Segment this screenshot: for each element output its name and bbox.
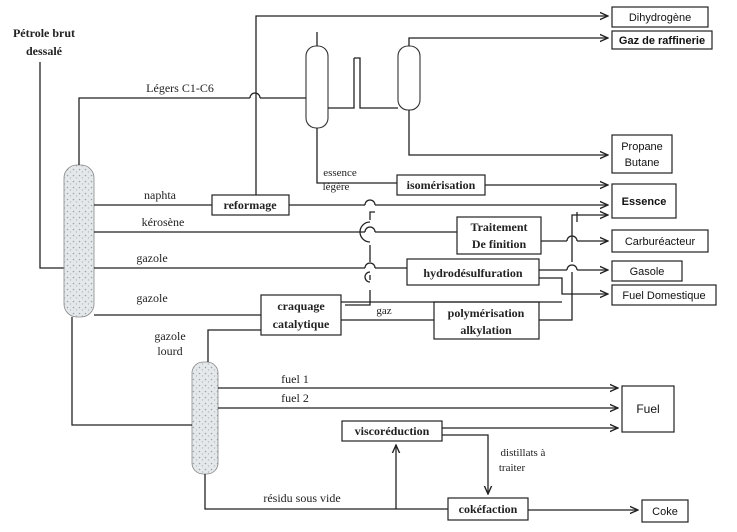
product-gasole-label: Gasole: [630, 266, 665, 278]
product-carbureacteur-label: Carburéacteur: [625, 236, 696, 248]
product-fuel-domestique-label: Fuel Domestique: [622, 290, 705, 302]
unit-cokefaction-label: cokéfaction: [459, 502, 518, 516]
essence-legere-line: [316, 128, 397, 184]
product-fuel-domestique: Fuel Domestique: [611, 284, 717, 306]
craquage-riser: [345, 290, 371, 306]
craquage-riser-crossover-2: [359, 221, 371, 243]
debutanizer-column: [397, 45, 421, 111]
dihydrogene-line: [255, 16, 608, 195]
unit-hydrodesulfuration: hydrodésulfuration: [406, 258, 540, 286]
feed-label-line1: Pétrole brut: [13, 26, 75, 40]
product-propane-butane: Propane Butane: [611, 134, 673, 174]
unit-craquage-catalytique: craquage catalytique: [260, 294, 342, 336]
product-carbureacteur: Carburéacteur: [611, 229, 709, 253]
product-fuel: Fuel: [621, 385, 675, 433]
distillats-label-2: traiter: [499, 462, 526, 474]
product-fuel-label: Fuel: [636, 402, 659, 416]
unit-traitement-finition: Traitement De finition: [456, 216, 542, 255]
unit-craquage-label-1: craquage: [277, 299, 325, 313]
kerosene-crossover: [364, 226, 376, 233]
atmospheric-residue-line: [71, 317, 192, 426]
distillats-label-1: distillats à: [501, 447, 546, 459]
product-essence-label: Essence: [622, 196, 667, 208]
gazole-lourd-label-1: gazole: [154, 329, 185, 343]
feed-label: Pétrole brut dessalé: [13, 26, 75, 58]
unit-viscoreduction-label: viscoréduction: [355, 424, 430, 438]
unit-traitement-label-1: Traitement: [470, 220, 527, 234]
col1-to-col2-b: [354, 57, 398, 109]
gazole-crossover: [364, 262, 376, 269]
gazole2-label: gazole: [136, 291, 167, 305]
product-essence: Essence: [611, 183, 677, 219]
unit-viscoreduction: viscoréduction: [341, 420, 443, 442]
residu-label: résidu sous vide: [263, 491, 340, 505]
fuel2-label: fuel 2: [281, 391, 309, 405]
legers-label: Légers C1-C6: [146, 81, 214, 95]
unit-polymerisation-label-2: alkylation: [460, 323, 512, 337]
product-coke-label: Coke: [652, 506, 678, 518]
unit-traitement-label-2: De finition: [472, 237, 527, 251]
product-gaz-raffinerie: Gaz de raffinerie: [611, 30, 713, 50]
product-dihydrogene-label: Dihydrogène: [629, 12, 691, 24]
naphta-label: naphta: [144, 188, 177, 202]
unit-polymerisation-alkylation: polymérisation alkylation: [433, 301, 540, 340]
reformage-out-crossover: [364, 199, 376, 206]
vacuum-distillation-column: [191, 361, 219, 475]
propane-butane-line: [408, 110, 608, 155]
residu-line: [204, 474, 448, 510]
hds-out-crossover: [566, 264, 578, 271]
col1-to-col2-a: [328, 58, 355, 109]
unit-isomerisation-label: isomérisation: [407, 178, 476, 192]
gaz-raffinerie-line: [408, 38, 608, 46]
gazole-label: gazole: [136, 251, 167, 265]
craquage-to-vacuum: [207, 329, 261, 362]
product-gaz-raffinerie-label: Gaz de raffinerie: [619, 35, 705, 47]
distillats-line: [442, 434, 488, 494]
unit-isomerisation: isomérisation: [396, 174, 486, 196]
product-dihydrogene: Dihydrogène: [611, 6, 709, 28]
gaz-label: gaz: [376, 305, 391, 317]
unit-craquage-label-2: catalytique: [273, 317, 330, 331]
product-coke: Coke: [641, 499, 689, 523]
kerosene-label: kérosène: [142, 215, 185, 229]
legers-crossover: [249, 92, 261, 99]
product-gasole: Gasole: [611, 260, 683, 282]
gazole-lourd-label-2: lourd: [157, 344, 182, 358]
fuel1-label: fuel 1: [281, 372, 309, 386]
essence-legere-label-1: essence: [323, 167, 357, 179]
craquage-riser-crossover: [364, 271, 371, 283]
feed-label-line2: dessalé: [26, 44, 63, 58]
unit-cokefaction: cokéfaction: [447, 497, 529, 521]
hds-to-fuel-domestique: [539, 277, 608, 294]
polymerisation-to-essence: [571, 215, 608, 262]
craquage-riser-d: [369, 211, 375, 220]
product-butane-label: Butane: [625, 157, 660, 169]
legers-line-a: [78, 97, 250, 165]
unit-polymerisation-label-1: polymérisation: [448, 306, 525, 320]
unit-hydrodesulfuration-label: hydrodésulfuration: [423, 266, 522, 280]
feed-line: [39, 62, 66, 269]
product-propane-label: Propane: [621, 141, 663, 153]
atmospheric-distillation-column: [63, 164, 95, 318]
polymerisation-out-a: [539, 272, 573, 321]
essence-legere-label-2: légère: [323, 181, 350, 193]
unit-reformage-label: reformage: [223, 198, 277, 212]
deethanizer-column: [305, 45, 329, 129]
unit-reformage: reformage: [211, 194, 290, 216]
